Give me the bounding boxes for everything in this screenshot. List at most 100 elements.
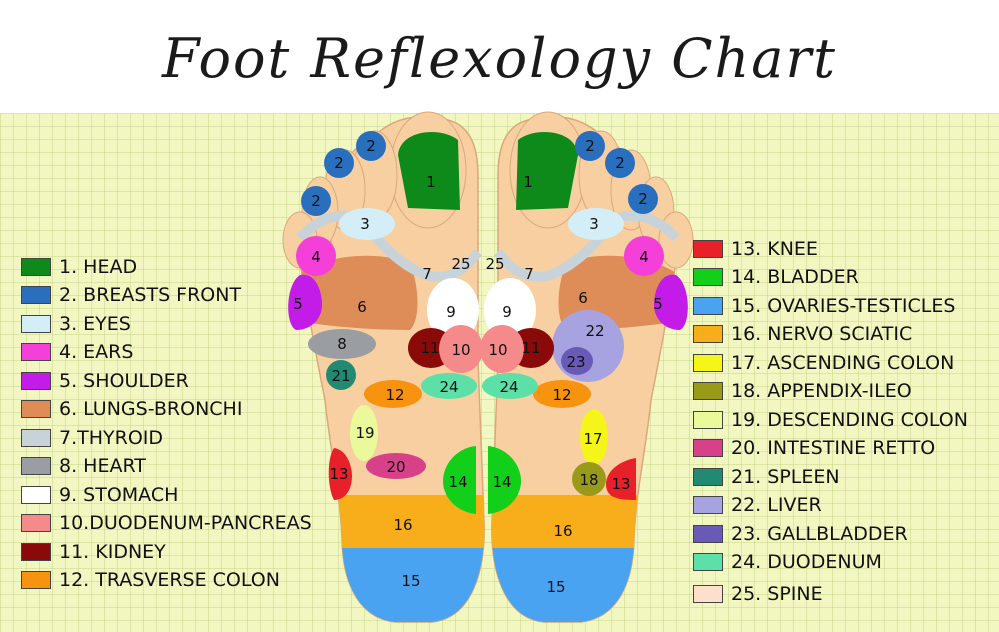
right-label-5: 5 — [653, 295, 663, 313]
legend-swatch — [21, 315, 51, 333]
right-zone-2-a — [575, 131, 605, 161]
left-zone-13 — [328, 448, 352, 500]
legend-swatch — [21, 429, 51, 447]
legend-label: 11. KIDNEY — [59, 541, 166, 563]
left-label-2c: 2 — [311, 192, 321, 210]
legend-label: 6. LUNGS-BRONCHI — [59, 398, 243, 420]
legend-label: 17. ASCENDING COLON — [731, 352, 955, 374]
legend-label: 19. DESCENDING COLON — [731, 409, 968, 431]
legend-label: 12. TRASVERSE COLON — [59, 569, 280, 591]
legend-label: 8. HEART — [59, 455, 146, 477]
left-label-8: 8 — [337, 335, 347, 353]
left-label-20: 20 — [386, 458, 405, 476]
legend-label: 7.THYROID — [59, 427, 164, 449]
right-label-4: 4 — [639, 248, 649, 266]
left-label-9: 9 — [446, 303, 456, 321]
right-label-14: 14 — [492, 473, 511, 491]
left-zone-2-a — [356, 131, 386, 161]
left-label-16: 16 — [393, 516, 412, 534]
legend-label: 3. EYES — [59, 313, 131, 335]
legend-swatch — [693, 240, 723, 258]
left-label-24: 24 — [439, 378, 458, 396]
right-zone-13 — [606, 458, 636, 500]
right-label-2b: 2 — [615, 154, 625, 172]
legend-swatch — [693, 268, 723, 286]
legend-label: 23. GALLBLADDER — [731, 523, 908, 545]
right-label-13: 13 — [611, 475, 630, 493]
right-label-12: 12 — [552, 386, 571, 404]
left-zone-24 — [421, 373, 477, 399]
legend-swatch — [693, 297, 723, 315]
legend-right: 13. KNEE 14. BLADDER 15. OVARIES-TESTICL… — [693, 237, 993, 607]
legend-label: 24. DUODENUM — [731, 551, 882, 573]
legend-swatch — [693, 496, 723, 514]
right-label-2a: 2 — [585, 137, 595, 155]
legend-swatch — [693, 411, 723, 429]
right-label-10: 10 — [488, 341, 507, 359]
legend-label: 5. SHOULDER — [59, 370, 189, 392]
left-label-1: 1 — [426, 173, 436, 191]
legend-swatch — [693, 525, 723, 543]
left-zone-3 — [339, 208, 395, 240]
legend-swatch — [21, 457, 51, 475]
legend-swatch — [21, 343, 51, 361]
right-zone-7 — [494, 210, 680, 282]
right-zone-2-c — [628, 184, 658, 214]
left-label-25: 25 — [451, 255, 470, 273]
legend-swatch — [693, 354, 723, 372]
left-zone-20 — [366, 453, 426, 479]
legend-swatch — [21, 372, 51, 390]
right-label-18: 18 — [579, 471, 598, 489]
right-label-11: 11 — [521, 339, 540, 357]
right-label-1: 1 — [523, 173, 533, 191]
legend-swatch — [21, 543, 51, 561]
legend-label: 18. APPENDIX-ILEO — [731, 380, 912, 402]
right-label-15: 15 — [546, 578, 565, 596]
left-label-7: 7 — [422, 265, 432, 283]
legend-swatch — [21, 514, 51, 532]
right-label-2c: 2 — [638, 190, 648, 208]
right-label-25: 25 — [485, 255, 504, 273]
legend-label: 10.DUODENUM-PANCREAS — [59, 512, 312, 534]
legend-swatch — [693, 382, 723, 400]
legend-label: 20. INTESTINE RETTO — [731, 437, 936, 459]
left-label-6: 6 — [357, 298, 367, 316]
left-label-15: 15 — [401, 572, 420, 590]
left-zone-12 — [364, 380, 422, 408]
right-foot — [480, 111, 694, 623]
left-label-2a: 2 — [366, 137, 376, 155]
legend-swatch — [21, 258, 51, 276]
page-title: Foot Reflexology Chart — [161, 27, 838, 90]
right-label-6: 6 — [578, 289, 588, 307]
legend-label: 14. BLADDER — [731, 266, 859, 288]
left-label-10: 10 — [451, 341, 470, 359]
left-label-11: 11 — [420, 339, 439, 357]
left-zone-10 — [439, 325, 483, 373]
legend-swatch — [21, 571, 51, 589]
left-zone-19 — [350, 405, 378, 461]
legend-label: 2. BREASTS FRONT — [59, 284, 242, 306]
legend-left: 1. HEAD 2. BREASTS FRONT 3. EYES 4. EARS… — [21, 255, 341, 595]
right-zone-2-b — [605, 148, 635, 178]
legend-label: 25. SPINE — [731, 583, 823, 605]
left-label-13: 13 — [329, 465, 348, 483]
right-label-9: 9 — [502, 303, 512, 321]
right-label-23: 23 — [566, 353, 585, 371]
left-label-5: 5 — [293, 295, 303, 313]
right-zone-18 — [572, 462, 606, 496]
right-zone-22 — [552, 310, 624, 382]
right-zone-1 — [516, 132, 578, 210]
left-label-19: 19 — [355, 424, 374, 442]
right-zone-12 — [533, 380, 591, 408]
right-label-22: 22 — [585, 322, 604, 340]
left-zone-7 — [296, 210, 482, 282]
right-zone-14 — [488, 446, 521, 514]
legend-swatch — [693, 585, 723, 603]
right-label-17: 17 — [583, 430, 602, 448]
right-toe-5 — [658, 211, 694, 269]
left-zone-1 — [398, 132, 460, 210]
left-zone-21 — [326, 360, 356, 390]
right-zone-24 — [482, 373, 538, 399]
left-label-4: 4 — [311, 248, 321, 266]
